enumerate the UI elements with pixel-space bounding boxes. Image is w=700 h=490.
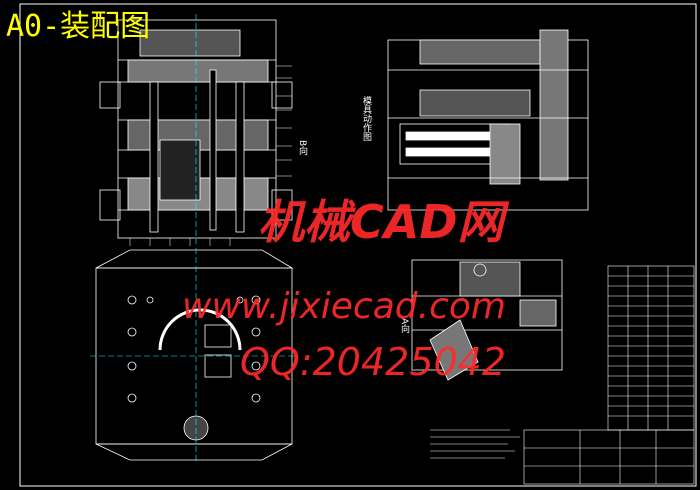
watermark-site-name: 机械CAD网: [258, 195, 504, 249]
action-view-label: 模具动作图: [361, 96, 371, 141]
main-section-view: [99, 19, 293, 239]
watermark-url: www.jixiecad.com: [182, 286, 506, 327]
a-direction-label: A向: [399, 318, 409, 334]
action-view: [387, 29, 589, 211]
plan-view-centerlines: [90, 248, 298, 462]
title-block: [523, 429, 695, 485]
b-direction-label: B向: [297, 140, 307, 156]
side-view: [411, 259, 563, 381]
plan-view-bolt-holes: [127, 295, 261, 403]
drawing-frame: [19, 3, 697, 487]
watermark-qq: QQ:20425042: [240, 340, 507, 384]
leader-lines: [129, 65, 292, 246]
parts-list-table: [607, 265, 695, 431]
technical-notes: [430, 429, 520, 459]
drawing-title: A0-装配图: [6, 9, 151, 44]
